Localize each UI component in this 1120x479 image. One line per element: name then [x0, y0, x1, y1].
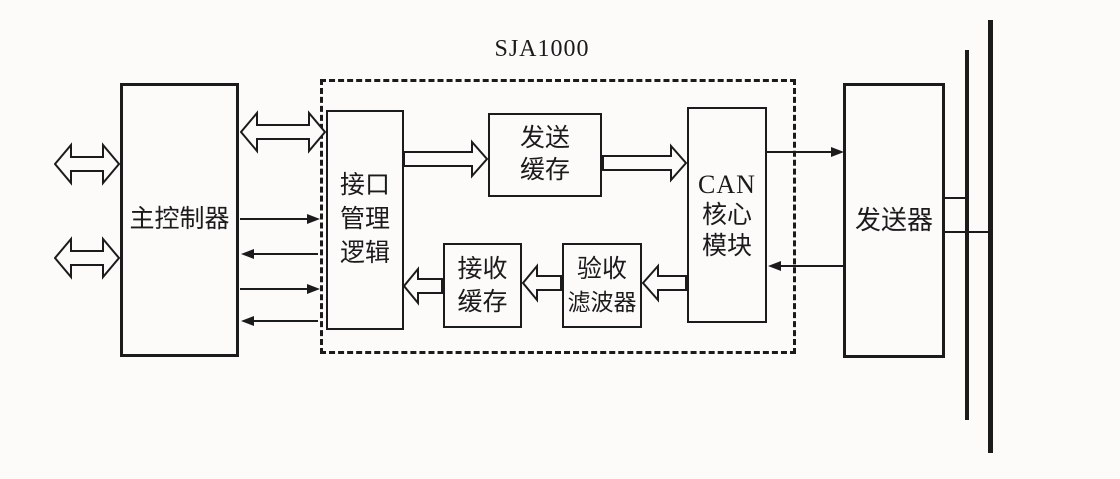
block-main-controller: 主控制器	[120, 83, 239, 357]
can-core-label-line: 核心	[701, 201, 752, 229]
sja1000-title: SJA1000	[494, 36, 590, 62]
arrow-controller-to-interface-line	[240, 288, 307, 290]
arrow-interface-to-tx-buffer	[403, 139, 488, 179]
arrow-rx-buffer-to-interface	[403, 266, 443, 306]
interface-logic-label-line: 接口	[339, 172, 390, 199]
transmitter-label: 发送器	[854, 205, 933, 235]
arrow-can-core-to-transmitter-line	[767, 151, 831, 153]
block-interface-management-logic: 接口 管理 逻辑	[326, 110, 404, 330]
arrow-interface-to-controller-line	[254, 253, 318, 255]
block-transmit-buffer: 发送 缓存	[488, 113, 602, 197]
can-bus-line	[965, 50, 969, 420]
arrow-interface-to-controller-line	[254, 320, 318, 322]
arrow-controller-to-interface-line	[240, 218, 307, 220]
block-acceptance-filter: 验收 滤波器	[562, 243, 642, 328]
arrow-left-icon	[768, 261, 781, 271]
block-transmitter: 发送器	[843, 83, 945, 358]
arrow-left-icon	[241, 316, 254, 326]
block-receive-buffer: 接收 缓存	[443, 243, 522, 328]
tx-buffer-label-line: 缓存	[519, 157, 570, 184]
bidirectional-arrow-icon	[54, 236, 120, 280]
acceptance-filter-label-line: 滤波器	[567, 289, 637, 315]
arrow-right-icon	[307, 214, 320, 224]
sja1000-module-outline	[320, 79, 796, 354]
tx-buffer-label-line: 发送	[519, 125, 570, 152]
rx-buffer-label-line: 缓存	[457, 288, 508, 316]
bidirectional-arrow-icon	[54, 142, 120, 186]
arrow-filter-to-rx-buffer	[522, 263, 562, 303]
arrow-left-icon	[241, 249, 254, 259]
acceptance-filter-label-line: 验收	[576, 255, 627, 283]
arrow-right-icon	[307, 284, 320, 294]
rx-buffer-label-line: 接收	[457, 255, 508, 283]
transmitter-bus-stub	[945, 197, 967, 199]
arrow-right-icon	[831, 147, 844, 157]
can-core-label-line: 模块	[701, 232, 752, 260]
arrow-tx-buffer-to-can-core	[602, 143, 687, 183]
block-can-core-module: CAN 核心 模块	[687, 107, 767, 323]
interface-logic-label-line: 管理	[339, 206, 390, 233]
arrow-can-core-to-filter	[642, 263, 687, 303]
can-bus-line	[988, 20, 993, 453]
interface-logic-label-line: 逻辑	[339, 240, 390, 267]
can-core-label-line: CAN	[698, 169, 756, 199]
arrow-transmitter-to-can-core-line	[781, 265, 843, 267]
main-controller-label: 主控制器	[129, 206, 230, 233]
bidirectional-arrow-icon	[240, 110, 326, 154]
